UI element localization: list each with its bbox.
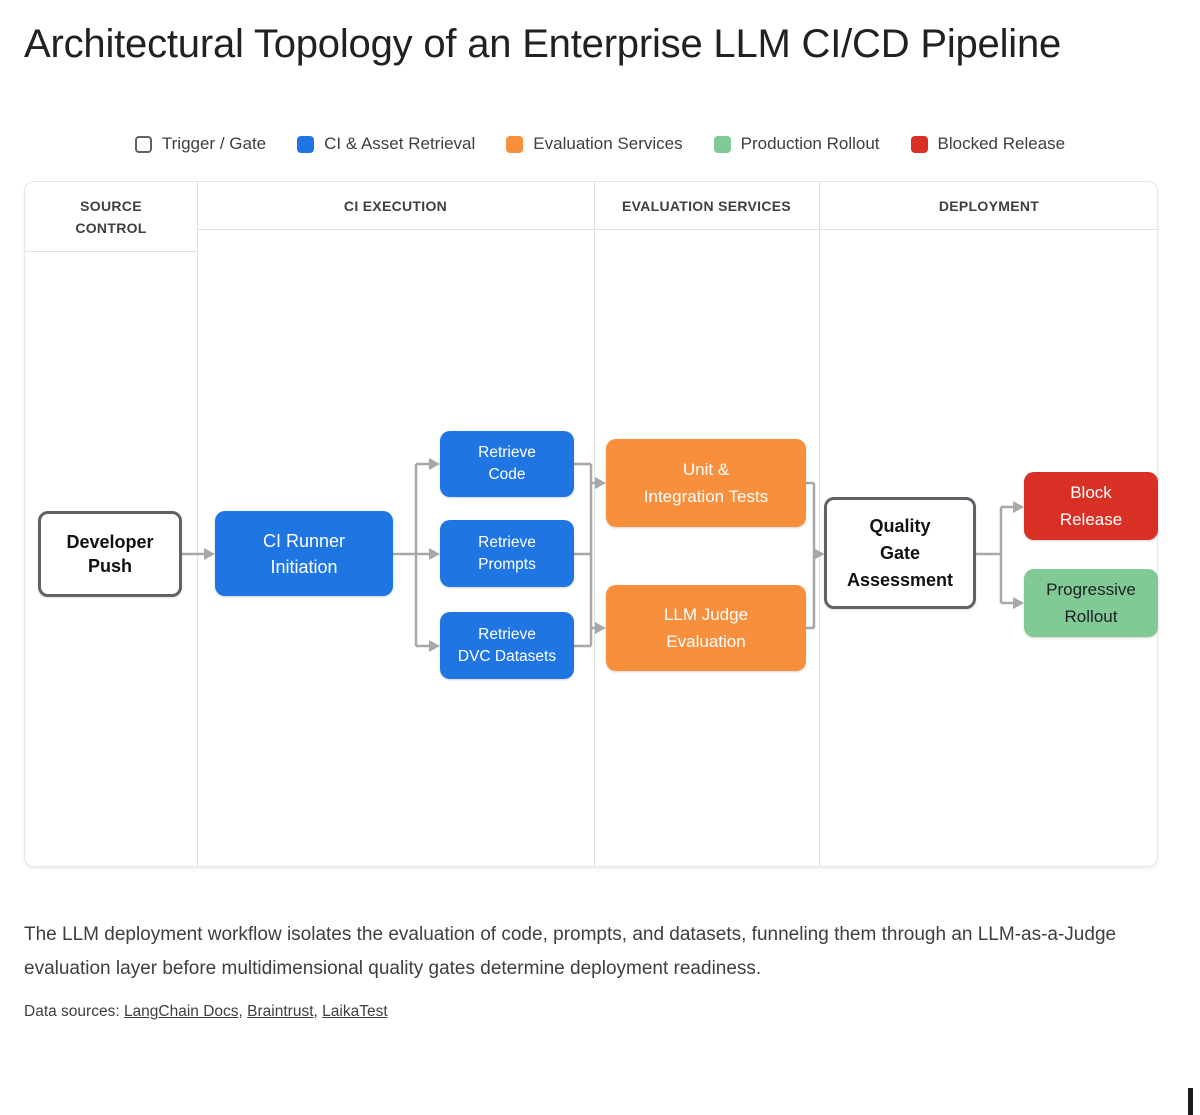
lane-divider — [594, 182, 595, 866]
legend-item-evaluation-services: Evaluation Services — [506, 134, 683, 154]
lane-divider — [819, 182, 820, 866]
legend-item-production-rollout: Production Rollout — [713, 134, 880, 154]
legend-label: Evaluation Services — [533, 134, 683, 153]
caption-text: The LLM deployment workflow isolates the… — [24, 924, 1117, 979]
lane-divider — [197, 182, 198, 866]
text-cursor — [1188, 1088, 1193, 1115]
lane-header-source-control: SOURCE CONTROL — [25, 182, 197, 252]
data-sources-line: Data sources: LangChain Docs, Braintrust… — [24, 1003, 1176, 1021]
blocked-swatch-icon — [910, 135, 928, 153]
pipeline-diagram: SOURCE CONTROL CI EXECUTION EVALUATION S… — [24, 181, 1159, 867]
node-progressive-rollout: Progressive Rollout — [1024, 569, 1158, 637]
node-quality-gate-assessment: Quality Gate Assessment — [824, 497, 976, 609]
node-llm-judge-evaluation: LLM Judge Evaluation — [606, 585, 806, 671]
ci-asset-swatch-icon — [297, 135, 315, 153]
node-retrieve-prompts: Retrieve Prompts — [440, 520, 574, 587]
evaluation-swatch-icon — [506, 135, 524, 153]
legend: Trigger / Gate CI & Asset Retrieval Eval… — [0, 134, 1200, 154]
link-separator: , — [313, 1003, 323, 1020]
legend-label: Production Rollout — [740, 134, 880, 153]
data-sources-prefix: Data sources: — [24, 1003, 124, 1020]
legend-label: Blocked Release — [937, 134, 1066, 153]
lane-header-evaluation-services: EVALUATION SERVICES — [594, 182, 819, 230]
node-block-release: Block Release — [1024, 472, 1158, 540]
node-ci-runner-initiation: CI Runner Initiation — [215, 511, 393, 596]
trigger-gate-swatch-icon — [134, 135, 152, 153]
lane-header-deployment: DEPLOYMENT — [819, 182, 1159, 230]
legend-item-trigger-gate: Trigger / Gate — [134, 134, 267, 154]
node-developer-push: Developer Push — [38, 511, 182, 597]
legend-item-ci-asset-retrieval: CI & Asset Retrieval — [297, 134, 475, 154]
connector-arrows — [182, 458, 1024, 652]
node-retrieve-dvc-datasets: Retrieve DVC Datasets — [440, 612, 574, 679]
link-laikatest[interactable]: LaikaTest — [322, 1003, 388, 1020]
legend-item-blocked-release: Blocked Release — [910, 134, 1066, 154]
legend-label: Trigger / Gate — [161, 134, 267, 153]
link-langchain-docs[interactable]: LangChain Docs — [123, 1003, 239, 1020]
production-swatch-icon — [713, 135, 731, 153]
page-title: Architectural Topology of an Enterprise … — [24, 22, 1062, 66]
link-separator: , — [238, 1003, 248, 1020]
page: Architectural Topology of an Enterprise … — [0, 16, 1200, 1115]
link-braintrust[interactable]: Braintrust — [247, 1003, 314, 1020]
lane-header-ci-execution: CI EXECUTION — [197, 182, 594, 230]
node-unit-integration-tests: Unit & Integration Tests — [606, 439, 806, 527]
node-retrieve-code: Retrieve Code — [440, 431, 574, 497]
legend-label: CI & Asset Retrieval — [324, 134, 476, 153]
